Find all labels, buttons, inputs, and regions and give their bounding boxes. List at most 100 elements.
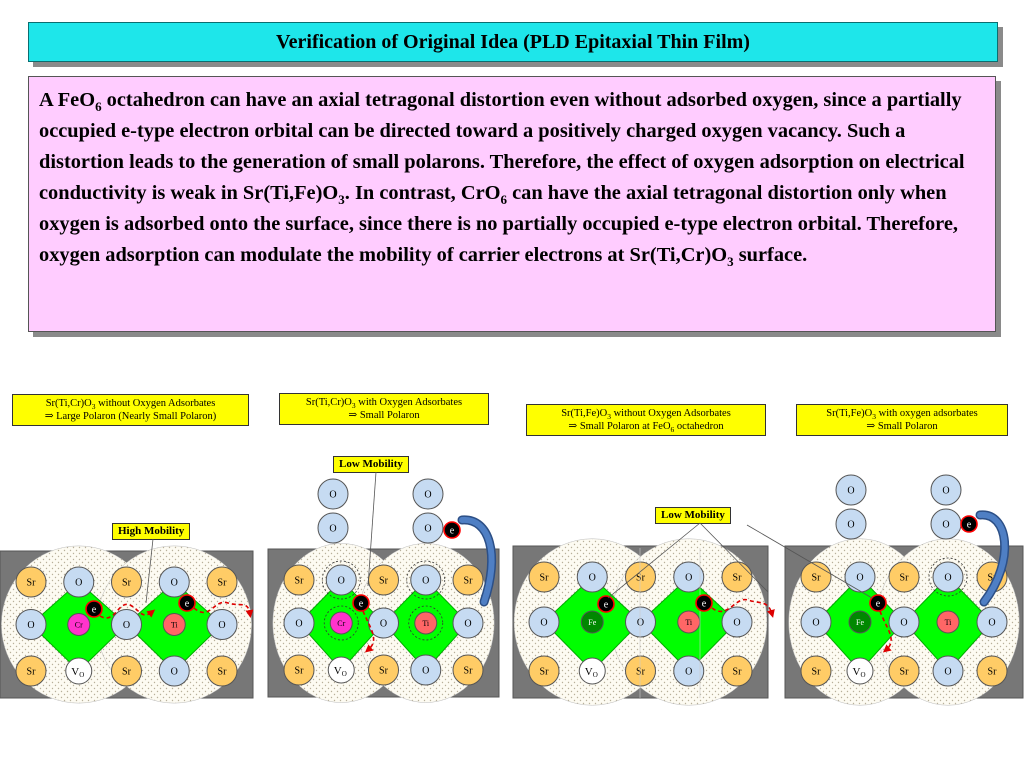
sr-atom-label: Sr (988, 667, 998, 678)
o-atom-label: O (944, 667, 951, 678)
sr-atom (111, 566, 142, 598)
sr-atom (452, 564, 484, 596)
oxygen-vacancy (578, 657, 606, 685)
o-atom-label: O (685, 667, 692, 678)
sr-atom-label: Sr (379, 576, 389, 587)
o-atom (625, 606, 656, 638)
polaron-cloud (357, 543, 495, 703)
sr-atom (452, 654, 484, 686)
octahedron (30, 581, 128, 672)
octahedron (639, 576, 738, 672)
o-atom (410, 654, 442, 686)
b-site-cation-label: Ti (171, 620, 179, 629)
b-site-cation (580, 610, 604, 634)
adsorbed-o-atom-label: O (847, 520, 854, 531)
o-atom-label: O (733, 618, 740, 629)
sr-atom (888, 655, 920, 687)
b-site-cation-label: Fe (588, 618, 596, 627)
slide-title: Verification of Original Idea (PLD Epita… (28, 22, 998, 62)
b-site-cation-label: Cr (337, 619, 345, 628)
b-site-cation-label: Fe (856, 618, 864, 627)
sr-atom (625, 561, 656, 593)
lattice-background (784, 545, 1024, 699)
o-atom (111, 609, 142, 640)
b-site-cation-label: Cr (75, 620, 83, 629)
b-site-cation-label: Ti (685, 618, 693, 627)
electron-path (99, 603, 156, 619)
electron (869, 594, 887, 612)
adsorbed-o-atom-label: O (329, 524, 336, 535)
oxygen-adsorption-arrow-outline (975, 510, 1010, 607)
sr-atom (625, 655, 656, 687)
o-atom (283, 607, 315, 639)
high-mobility-label: High Mobility (112, 523, 191, 540)
o-atom (325, 564, 357, 596)
pointer-line (699, 522, 769, 593)
electron (85, 600, 103, 618)
panel-3-label: Sr(Ti,Fe)O3 without Oxygen Adsorbates ⇒ … (526, 404, 766, 436)
sr-atom (206, 655, 238, 687)
adsorbed-o-atom (317, 478, 349, 510)
sr-atom-label: Sr (900, 573, 910, 584)
sr-atom (528, 655, 560, 687)
b-site-cation (414, 611, 438, 635)
sr-atom (283, 564, 315, 596)
o-atom (528, 606, 560, 638)
sr-atom-label: Sr (900, 667, 910, 678)
o-atom-label: O (540, 618, 547, 629)
adsorbed-o-atom (930, 508, 962, 540)
sr-atom (528, 561, 560, 593)
polaron-boundary (406, 560, 446, 600)
polaron-cloud (272, 543, 410, 703)
octahedron (125, 581, 223, 672)
sr-atom-label: Sr (122, 578, 132, 589)
sr-atom-label: Sr (27, 667, 37, 678)
o-atom (158, 566, 190, 598)
oxygen-adsorption-arrow-outline (457, 515, 497, 607)
sr-atom (888, 561, 920, 593)
o-atom-label: O (988, 618, 995, 629)
adsorbed-o-atom-label: O (942, 486, 949, 497)
polaron-boundary (321, 560, 361, 600)
electron-path (879, 610, 892, 653)
pointer-line (607, 522, 701, 599)
polaron-cloud (610, 538, 768, 706)
polaron-boundary (928, 557, 968, 597)
oxygen-vacancy (327, 656, 355, 684)
adsorbed-o-atom (930, 474, 962, 506)
b-site-cation (677, 610, 701, 634)
sr-atom (283, 654, 315, 686)
electron (960, 515, 978, 533)
electron-label: e (876, 599, 881, 610)
polaron-boundary (323, 605, 359, 641)
lattice-background (512, 545, 769, 699)
o-atom-label: O (75, 578, 82, 589)
o-atom (63, 566, 95, 598)
sr-atom-label: Sr (733, 667, 743, 678)
electron-label: e (185, 599, 190, 610)
electron-path (711, 598, 775, 618)
electron-path (362, 610, 375, 653)
sr-atom (800, 561, 832, 593)
polaron-boundary (408, 605, 444, 641)
octahedron (543, 576, 642, 672)
polaron-cloud (788, 538, 932, 706)
o-atom (888, 606, 920, 638)
pointer-line (746, 524, 873, 599)
oxygen-vacancy-label: VO (334, 665, 347, 678)
o-atom (976, 606, 1008, 638)
sr-atom (206, 566, 238, 598)
sr-atom-label: Sr (540, 667, 550, 678)
o-atom (673, 655, 705, 687)
o-atom-label: O (685, 573, 692, 584)
b-site-cation-label: Ti (945, 618, 953, 627)
o-atom (158, 655, 190, 687)
electron (597, 595, 615, 613)
polaron-cloud (1, 545, 157, 704)
lattice-background (267, 548, 500, 698)
o-atom-label: O (338, 576, 345, 587)
electron-label: e (359, 599, 364, 610)
sr-atom-label: Sr (733, 573, 743, 584)
sr-atom-label: Sr (218, 667, 228, 678)
electron-label: e (92, 605, 97, 616)
